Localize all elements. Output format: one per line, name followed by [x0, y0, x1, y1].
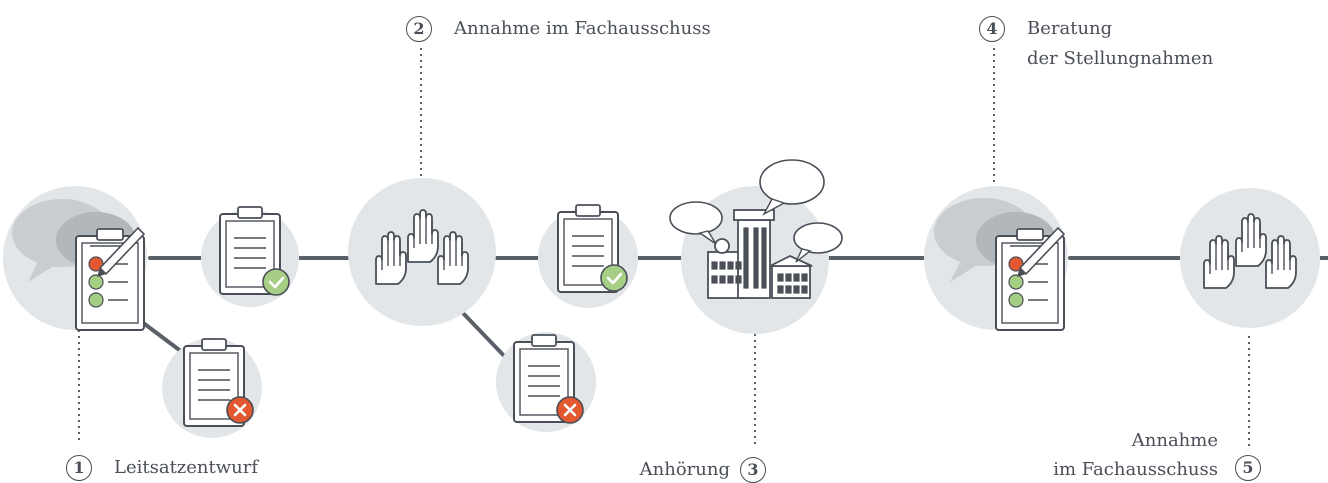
check-icon — [599, 263, 629, 293]
step-number-2: 2 — [406, 16, 432, 42]
node-approved-1 — [201, 206, 299, 307]
check-icon — [261, 267, 291, 297]
step-number-4: 4 — [979, 16, 1005, 42]
node-consultation — [924, 186, 1068, 331]
speech-bubble-icon — [793, 222, 843, 263]
step-number-3: 3 — [740, 457, 766, 483]
step-label-4-line1: Beratung — [1027, 18, 1113, 39]
connector-line-rejected — [460, 310, 512, 364]
step-number-5: 5 — [1235, 455, 1261, 481]
node-approved-2 — [538, 204, 638, 308]
leader-lines — [78, 48, 1250, 448]
node-vote-2 — [1180, 188, 1320, 328]
step-label-5-line1: Annahme — [1131, 430, 1218, 451]
step-label-4-line2: der Stellungnahmen — [1027, 48, 1214, 69]
step-label-2: Annahme im Fachausschuss — [454, 18, 711, 39]
draft-clipboard-icon — [995, 227, 1065, 331]
node-draft — [3, 186, 147, 331]
step-label-1: Leitsatzentwurf — [114, 457, 259, 478]
step-number-1: 1 — [66, 455, 92, 481]
node-hearing — [669, 159, 843, 334]
buildings-icon — [707, 209, 813, 299]
node-rejected-2 — [496, 332, 596, 432]
step-label-5-line2: im Fachausschuss — [1053, 459, 1218, 480]
speech-bubble-icon — [669, 201, 723, 245]
node-vote-1 — [348, 178, 496, 326]
draft-clipboard-icon — [75, 227, 145, 331]
step-label-3: Anhörung — [639, 459, 730, 480]
connectors — [132, 256, 1328, 364]
speech-bubble-icon — [759, 159, 825, 216]
cross-icon — [555, 395, 585, 425]
node-rejected-1 — [162, 338, 262, 438]
cross-icon — [225, 395, 255, 425]
